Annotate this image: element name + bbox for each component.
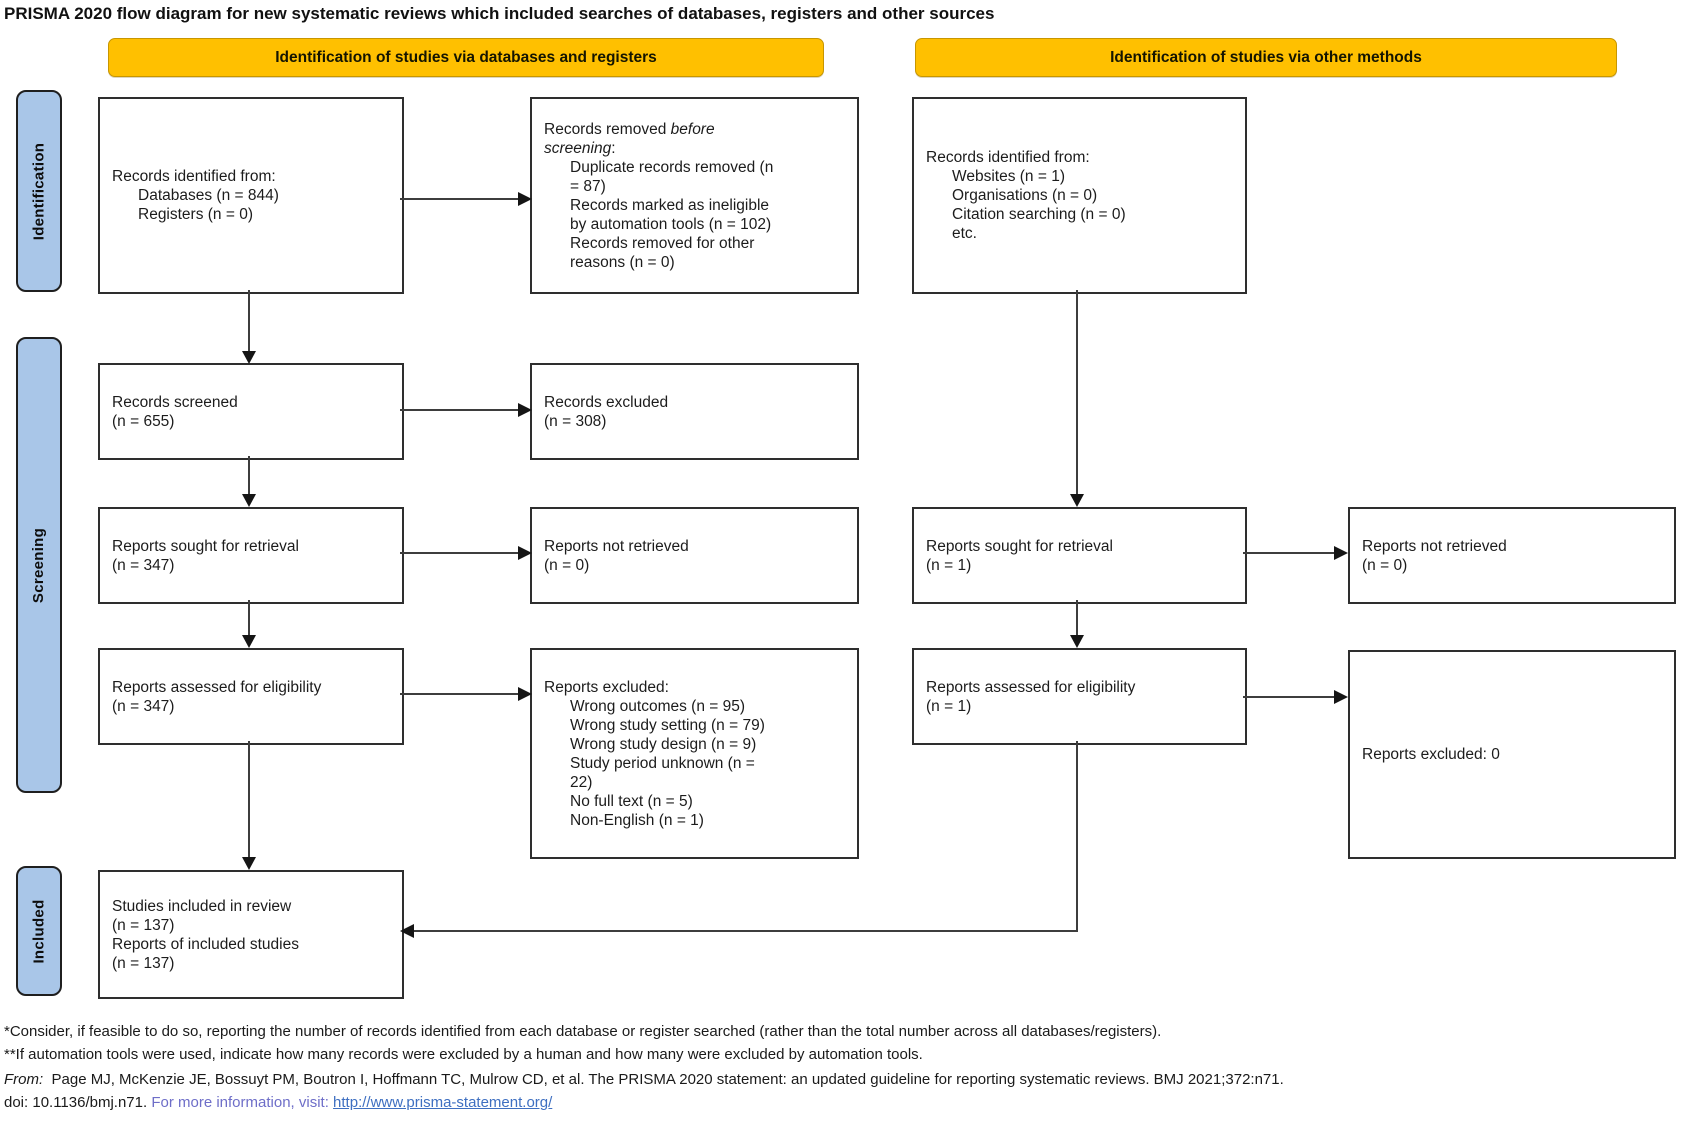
stage-screening: Screening — [16, 337, 62, 793]
stage-identification-label: Identification — [30, 142, 48, 240]
citation-line-2: doi: 10.1136/bmj.n71. For more informati… — [4, 1091, 1692, 1114]
box-records-identified-databases: Records identified from:Databases (n = 8… — [98, 97, 404, 294]
citation-info-text: For more information, visit: — [151, 1094, 334, 1111]
citation: From: Page MJ, McKenzie JE, Bossuyt PM, … — [4, 1068, 1692, 1114]
box-reports-excluded-other: Reports excluded: 0 — [1348, 650, 1676, 859]
prisma-statement-link[interactable]: http://www.prisma-statement.org/ — [333, 1094, 553, 1111]
banner-databases-registers-label: Identification of studies via databases … — [275, 48, 657, 66]
box-reports-assessed-other: Reports assessed for eligibility(n = 1) — [912, 648, 1247, 745]
box-reports-sought-other: Reports sought for retrieval(n = 1) — [912, 507, 1247, 604]
banner-databases-registers: Identification of studies via databases … — [108, 38, 824, 77]
box-studies-included: Studies included in review(n = 137)Repor… — [98, 870, 404, 999]
footnote-1: *Consider, if feasible to do so, reporti… — [4, 1023, 1162, 1040]
box-reports-not-retrieved-other: Reports not retrieved(n = 0) — [1348, 507, 1676, 604]
stage-screening-label: Screening — [30, 527, 48, 603]
box-records-excluded: Records excluded(n = 308) — [530, 363, 859, 460]
citation-line-1: From: Page MJ, McKenzie JE, Bossuyt PM, … — [4, 1068, 1692, 1091]
page-title: PRISMA 2020 flow diagram for new systema… — [4, 4, 995, 23]
box-records-identified-other: Records identified from:Websites (n = 1)… — [912, 97, 1247, 294]
box-reports-not-retrieved-databases: Reports not retrieved(n = 0) — [530, 507, 859, 604]
citation-doi-text: doi: 10.1136/bmj.n71. — [4, 1094, 152, 1111]
box-records-screened: Records screened(n = 655) — [98, 363, 404, 460]
citation-from-label: From: — [4, 1071, 44, 1088]
box-reports-excluded-reasons: Reports excluded:Wrong outcomes (n = 95)… — [530, 648, 859, 859]
banner-other-methods: Identification of studies via other meth… — [915, 38, 1617, 77]
stage-included-label: Included — [30, 898, 48, 964]
box-reports-sought-databases: Reports sought for retrieval(n = 347) — [98, 507, 404, 604]
stage-identification: Identification — [16, 90, 62, 292]
stage-included: Included — [16, 866, 62, 996]
banner-other-methods-label: Identification of studies via other meth… — [1110, 48, 1422, 66]
footnotes: *Consider, if feasible to do so, reporti… — [4, 1020, 1692, 1066]
citation-reference-text: Page MJ, McKenzie JE, Bossuyt PM, Boutro… — [43, 1071, 1284, 1088]
box-reports-assessed-databases: Reports assessed for eligibility(n = 347… — [98, 648, 404, 745]
footnote-2: **If automation tools were used, indicat… — [4, 1046, 923, 1063]
